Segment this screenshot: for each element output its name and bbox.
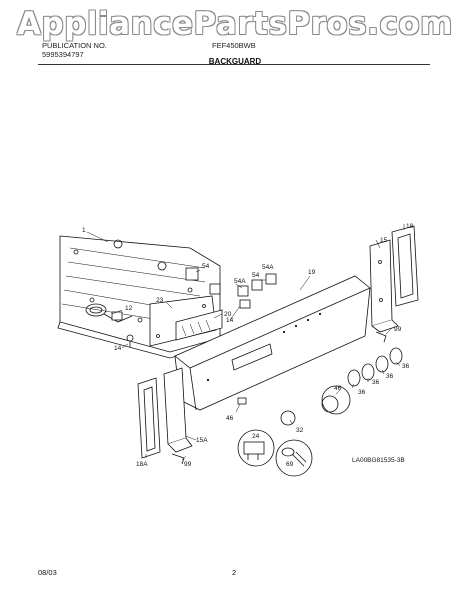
callout-14-left: 14 xyxy=(114,345,122,352)
indicator-lens xyxy=(237,397,247,405)
callout-46-lens: 46 xyxy=(226,415,234,422)
wire-harness xyxy=(85,303,133,323)
section-title: BACKGUARD xyxy=(208,57,262,66)
footer-page-number: 2 xyxy=(232,568,237,577)
knobs xyxy=(347,347,403,387)
publication-number: 5995394797 xyxy=(42,50,84,59)
callout-labels: 1 12 14 14 15 15A 18 18A 19 20 23 24 32 … xyxy=(82,223,414,468)
callout-54-left: 54 xyxy=(202,263,210,270)
clip-right xyxy=(375,331,387,343)
callout-54-right: 54 xyxy=(252,272,260,279)
trim-left xyxy=(137,377,161,459)
callout-99-left: 99 xyxy=(184,461,192,468)
callout-1: 1 xyxy=(82,227,86,234)
callout-36-d: 36 xyxy=(358,389,366,396)
watermark: AppliancePartsPros.com xyxy=(17,6,453,42)
figure-code: LA00BG81535-3B xyxy=(352,457,405,464)
callout-46-knob: 46 xyxy=(334,385,342,392)
callout-69: 69 xyxy=(286,461,294,468)
selector-knob xyxy=(321,385,351,415)
backguard-panel xyxy=(57,235,221,359)
model-number: FEF450BWB xyxy=(212,41,256,50)
end-cap-right xyxy=(369,239,399,333)
trim-right xyxy=(391,225,419,307)
screw-left xyxy=(126,334,134,347)
publication-label: PUBLICATION NO. xyxy=(42,41,107,50)
screw-detail xyxy=(275,439,313,477)
control-panel xyxy=(174,275,371,411)
callout-15: 15 xyxy=(380,237,388,244)
clock-knob xyxy=(280,410,296,426)
callout-36-a: 36 xyxy=(402,363,410,370)
switch-54a xyxy=(237,273,277,309)
end-cap-left xyxy=(163,367,193,453)
callout-99-right: 99 xyxy=(394,326,402,333)
callout-36-c: 36 xyxy=(372,379,380,386)
callout-54a-left: 54A xyxy=(234,278,246,285)
leader-lines xyxy=(86,224,405,461)
clip-left xyxy=(171,453,185,465)
switch-54 xyxy=(185,267,221,295)
header-rule xyxy=(38,64,430,65)
control-board xyxy=(175,309,223,341)
callout-32: 32 xyxy=(296,427,304,434)
callout-19: 19 xyxy=(308,269,316,276)
callout-15a: 15A xyxy=(196,437,208,444)
callout-20: 20 xyxy=(224,311,232,318)
callout-36-b: 36 xyxy=(386,373,394,380)
light-switch-detail xyxy=(237,429,275,467)
footer-date: 08/03 xyxy=(38,568,57,577)
callout-18a: 18A xyxy=(136,461,148,468)
callout-12: 12 xyxy=(125,305,133,312)
callout-54a-right: 54A xyxy=(262,264,274,271)
callout-14-right: 14 xyxy=(226,317,234,324)
callout-18: 18 xyxy=(406,223,414,230)
callout-23: 23 xyxy=(156,297,164,304)
callout-24: 24 xyxy=(252,433,260,440)
